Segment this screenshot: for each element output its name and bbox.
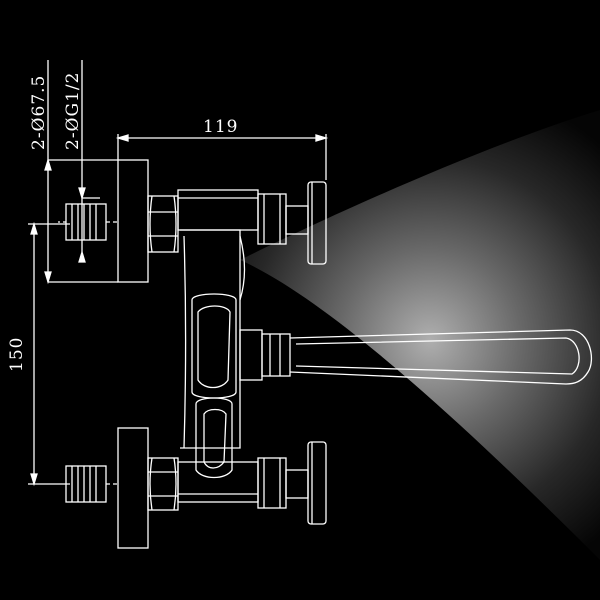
dimension-width	[115, 134, 329, 180]
width-dimension-label: 119	[203, 117, 238, 137]
glow-edge-shadow	[240, 260, 600, 600]
spout	[239, 329, 592, 385]
lower-body	[177, 441, 327, 525]
line-art	[28, 60, 592, 549]
background-glow	[240, 110, 600, 560]
dimension-height	[28, 221, 70, 487]
height-dimension-label: 150	[7, 337, 27, 372]
lower-flange	[65, 427, 179, 549]
thread-size-label: 2-ØG1/2	[63, 72, 83, 150]
dimension-leaders	[44, 60, 118, 285]
flange-diameter-label: 2-Ø67.5	[29, 75, 49, 150]
upper-body	[177, 181, 327, 265]
